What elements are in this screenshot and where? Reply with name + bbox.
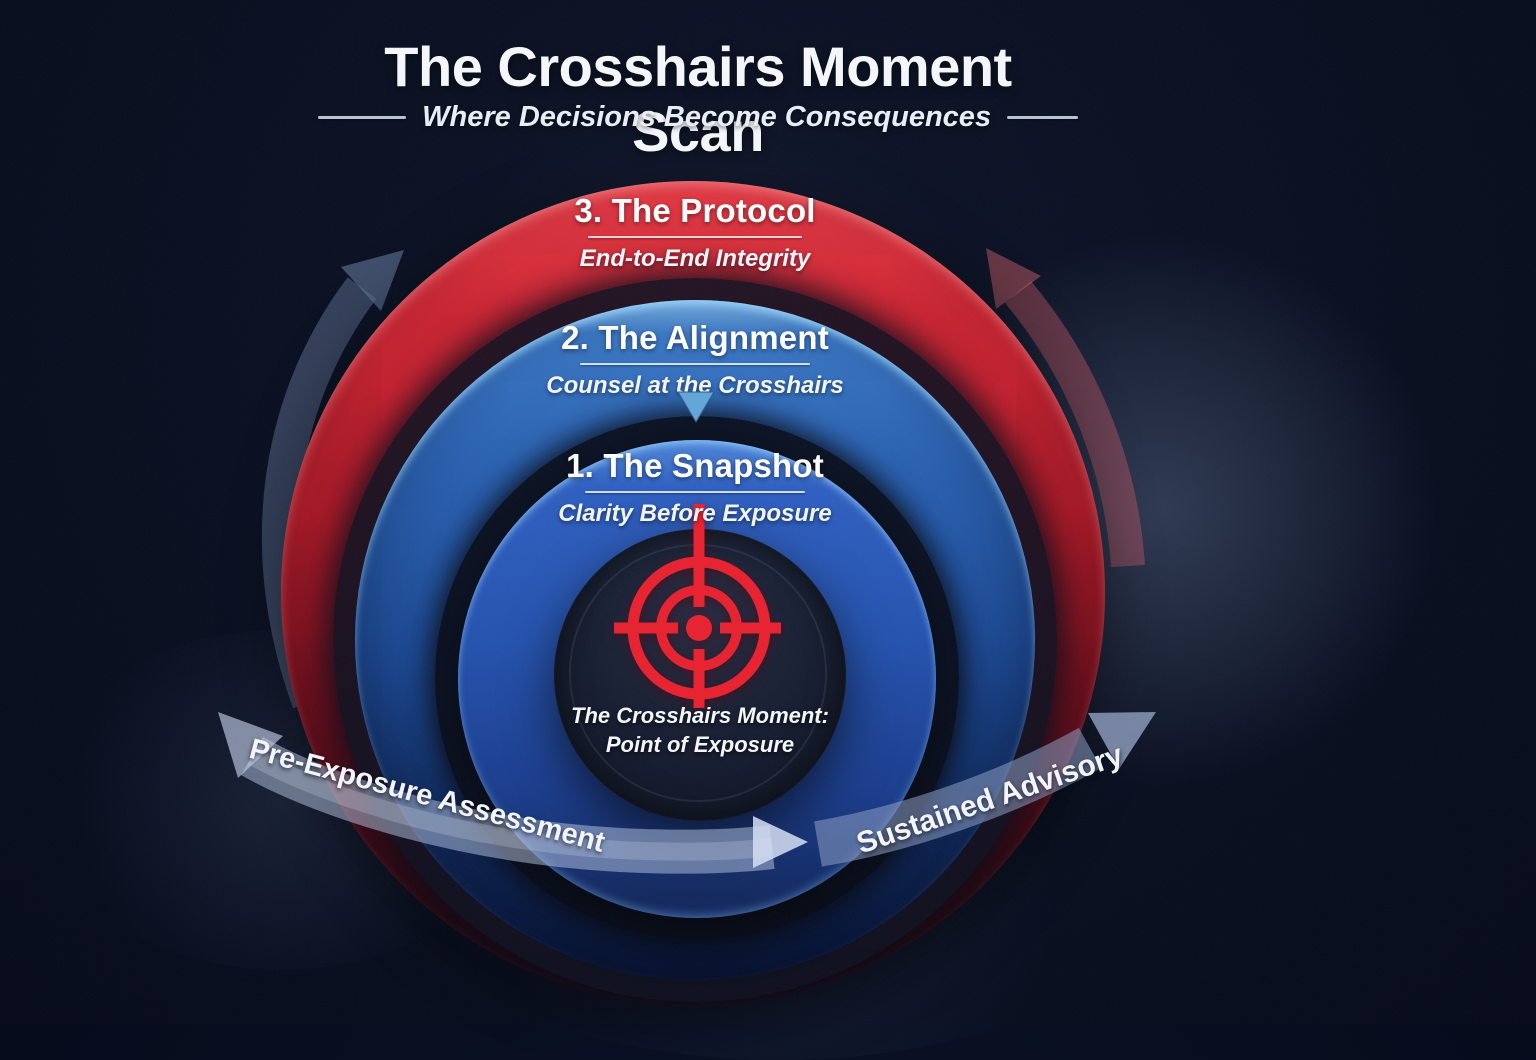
page-title: The Crosshairs Moment Scan [384, 35, 1012, 163]
subtitle-dash-right [1007, 116, 1078, 119]
page-subtitle: Where Decisions Become Consequences [422, 101, 992, 133]
subtitle-dash-left [318, 116, 407, 119]
arrowhead-right-icon [753, 816, 808, 868]
page-subtitle-row: Where Decisions Become Consequences [318, 101, 1078, 134]
